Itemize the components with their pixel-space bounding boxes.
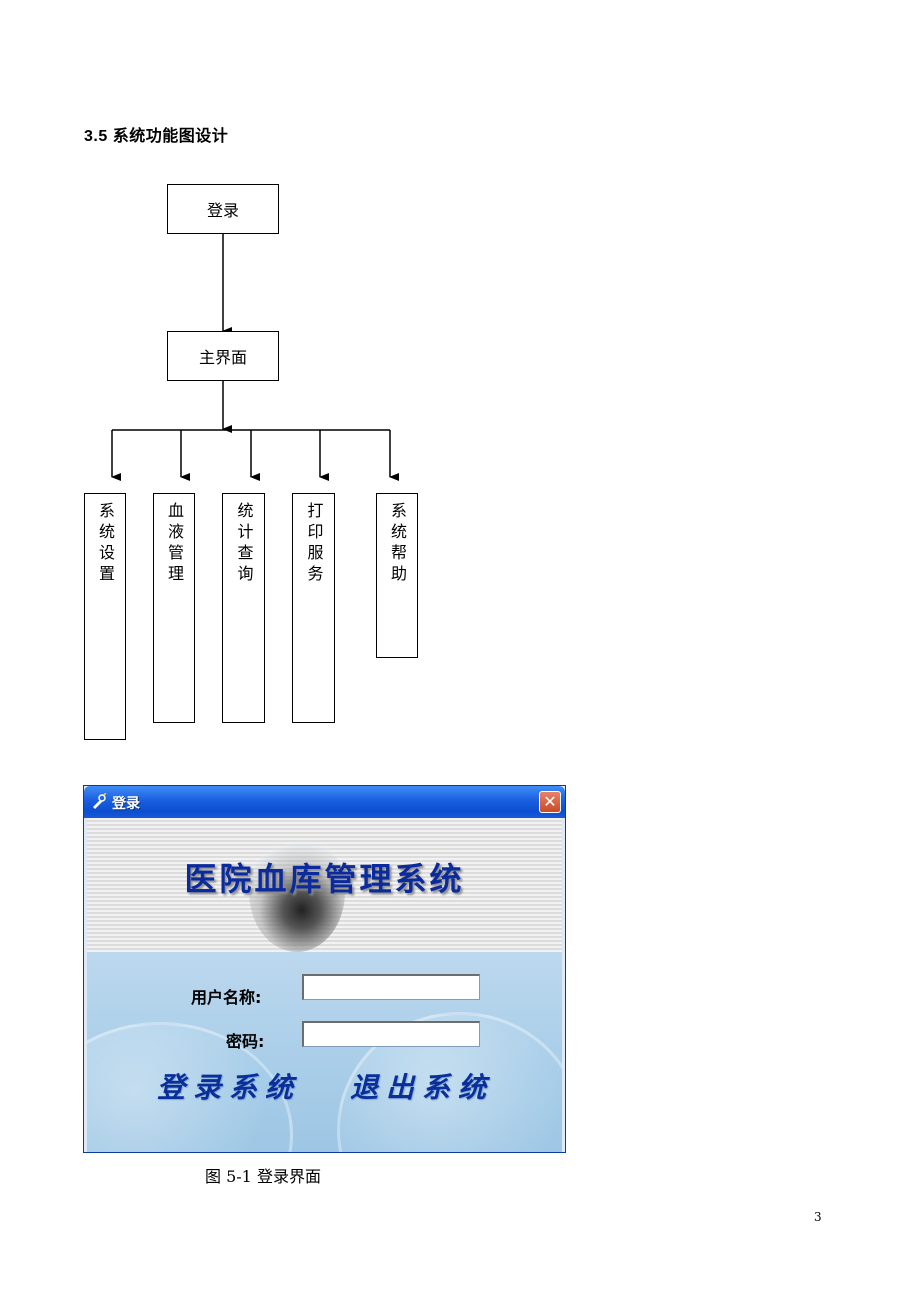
figure-caption: 图 5-1 登录界面 — [205, 1167, 321, 1186]
decorative-bubble — [249, 832, 345, 952]
node-label: 系统设置 — [96, 502, 115, 586]
app-title: 医院血库管理系统 — [184, 860, 465, 898]
banner: 医院血库管理系统 — [87, 818, 562, 952]
username-input[interactable] — [302, 974, 480, 1000]
node-main-interface: 主界面 — [167, 331, 279, 381]
node-label: 打印服务 — [304, 502, 324, 586]
login-window: 登录 ✕ 医院血库管理系统 用户名称: 密码: 登录系统 退出系统 — [83, 785, 566, 1153]
page-number: 3 — [814, 1210, 822, 1224]
title-bar[interactable]: 登录 ✕ — [84, 786, 565, 818]
node-system-help: 系统帮助 — [376, 493, 418, 658]
exit-button[interactable]: 退出系统 — [350, 1071, 495, 1104]
app-icon — [91, 792, 107, 809]
node-system-settings: 系统设置 — [84, 493, 126, 740]
node-label: 血液管理 — [165, 502, 184, 586]
node-print-service: 打印服务 — [292, 493, 335, 723]
form-area: 用户名称: 密码: 登录系统 退出系统 — [87, 952, 562, 1152]
node-label: 统计查询 — [234, 502, 254, 586]
username-label: 用户名称: — [191, 988, 262, 1007]
login-button[interactable]: 登录系统 — [157, 1071, 302, 1104]
section-heading: 3.5 系统功能图设计 — [84, 128, 229, 145]
window-title: 登录 — [112, 796, 140, 812]
node-statistics-query: 统计查询 — [222, 493, 265, 723]
password-label: 密码: — [226, 1032, 265, 1051]
function-diagram — [111, 234, 399, 481]
node-label: 系统帮助 — [388, 502, 407, 586]
password-input[interactable] — [302, 1021, 480, 1047]
login-client-area: 医院血库管理系统 用户名称: 密码: 登录系统 退出系统 — [87, 818, 562, 1152]
node-login: 登录 — [167, 184, 279, 234]
close-icon: ✕ — [543, 792, 557, 811]
node-blood-management: 血液管理 — [153, 493, 195, 723]
close-button[interactable]: ✕ — [539, 791, 561, 813]
